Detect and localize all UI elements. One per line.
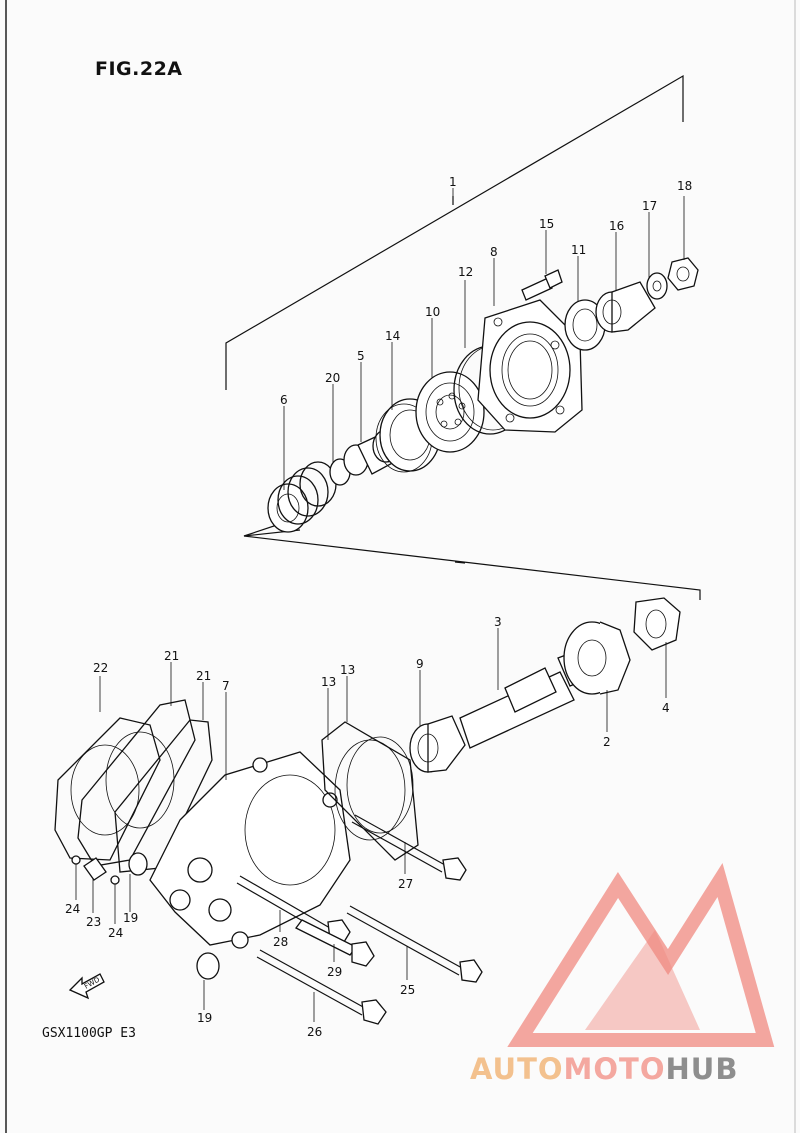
part-18-nut [667, 257, 699, 291]
part-6-shims [267, 461, 337, 533]
part-26-bolt [256, 949, 387, 1025]
watermark-brand: AUTOMOTOHUB [470, 1052, 738, 1086]
callout-19a: 19 [123, 911, 138, 925]
part-13-gaskets [321, 721, 419, 861]
upper-assembly [267, 257, 699, 533]
callout-12: 12 [458, 265, 473, 279]
part-17-washer [646, 272, 668, 300]
callout-13b: 13 [340, 663, 355, 677]
callout-4: 4 [662, 701, 670, 715]
callout-27: 27 [398, 877, 413, 891]
part-8-housing [477, 299, 583, 433]
callout-23: 23 [86, 915, 101, 929]
lower-assembly: FWD [54, 699, 483, 1025]
shaft-assembly [409, 597, 681, 773]
callout-25: 25 [400, 983, 415, 997]
part-23-dowel [83, 857, 107, 881]
callout-21b: 21 [196, 669, 211, 683]
part-22-gasket [54, 717, 161, 861]
callout-19b: 19 [197, 1011, 212, 1025]
callout-28: 28 [273, 935, 288, 949]
callout-21a: 21 [164, 649, 179, 663]
part-24-washer-right [110, 875, 120, 885]
callout-20: 20 [325, 371, 340, 385]
part-24-washer-left [71, 855, 81, 865]
callout-11: 11 [571, 243, 586, 257]
brand-moto: MOTO [563, 1052, 666, 1086]
callout-15: 15 [539, 217, 554, 231]
part-29-bolt [295, 919, 375, 967]
callout-22: 22 [93, 661, 108, 675]
callout-17: 17 [642, 199, 657, 213]
callout-13a: 13 [321, 675, 336, 689]
part-9-needle-bearing [409, 715, 466, 773]
leader-lines [75, 188, 685, 1022]
part-19-ring-upper [128, 852, 148, 876]
part-4-coupling [633, 597, 681, 651]
fwd-arrow-icon [68, 973, 105, 1000]
callout-14: 14 [385, 329, 400, 343]
part-16-coupling [595, 281, 656, 333]
callout-16: 16 [609, 219, 624, 233]
callout-18: 18 [677, 179, 692, 193]
callout-5: 5 [357, 349, 365, 363]
callout-7: 7 [222, 679, 230, 693]
part-7-rear-case [149, 751, 351, 949]
part-10-bearing [415, 371, 485, 453]
part-15-bolt [521, 269, 563, 301]
part-25-bolt [346, 905, 483, 983]
callout-1: 1 [449, 175, 457, 189]
brand-auto: AUTO [470, 1052, 564, 1086]
callout-24a: 24 [65, 902, 80, 916]
callout-2: 2 [603, 735, 611, 749]
brand-hub: HUB [665, 1052, 739, 1086]
callout-6: 6 [280, 393, 288, 407]
callout-9: 9 [416, 657, 424, 671]
part-21-gaskets [77, 699, 213, 873]
part-27-bolt [351, 814, 467, 881]
callout-8: 8 [490, 245, 498, 259]
callout-10: 10 [425, 305, 440, 319]
callout-29: 29 [327, 965, 342, 979]
figure-title: FIG.22A [95, 58, 183, 80]
part-2-bevel-gear [563, 621, 631, 695]
callout-26: 26 [307, 1025, 322, 1039]
callout-24b: 24 [108, 926, 123, 940]
part-19-ring-lower [196, 952, 220, 980]
callout-labels: 1 2 3 4 5 6 7 8 9 10 11 12 13 13 14 15 1… [65, 175, 692, 1039]
callout-3: 3 [494, 615, 502, 629]
model-code: GSX1100GP E3 [42, 1026, 136, 1041]
